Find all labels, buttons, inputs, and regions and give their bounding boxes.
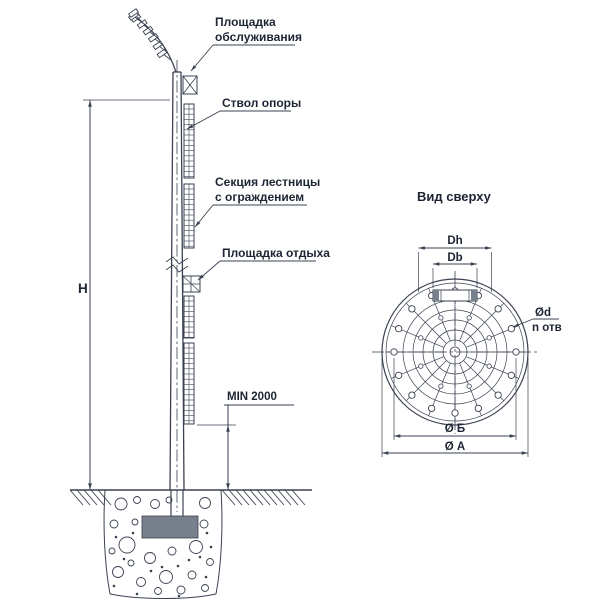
dimension-lines [83, 99, 294, 490]
label-height: H [78, 281, 88, 296]
label-pole-trunk: Ствол опоры [222, 96, 301, 110]
ladder-sections [183, 103, 195, 425]
label-service-platform-line1: Площадка [215, 15, 276, 29]
label-min-clearance: MIN 2000 [227, 391, 277, 403]
label-rest-platform: Площадка отдыха [222, 246, 330, 260]
label-service-platform-line2: обслуживания [215, 30, 302, 44]
top-view-flange [372, 246, 559, 457]
label-ladder-line2: с ограждением [215, 190, 304, 204]
label-ladder-line1: Секция лестницы [215, 175, 320, 189]
callout-leaders [186, 44, 316, 281]
dim-bolt-circle: Ø Б [445, 423, 465, 435]
ground-foundation [69, 489, 312, 599]
dim-outer-diameter: Ø А [445, 441, 465, 453]
dim-hole-count: n отв [532, 322, 562, 334]
dim-hole-diameter: Ød [535, 307, 551, 319]
top-view-title: Вид сверху [417, 189, 492, 204]
mast-crown-floodlights [128, 8, 177, 73]
dim-dh: Dh [447, 235, 462, 247]
platforms [182, 75, 201, 293]
dim-db: Db [447, 252, 462, 264]
labels: Площадка обслуживания Ствол опоры Секция… [78, 15, 562, 453]
